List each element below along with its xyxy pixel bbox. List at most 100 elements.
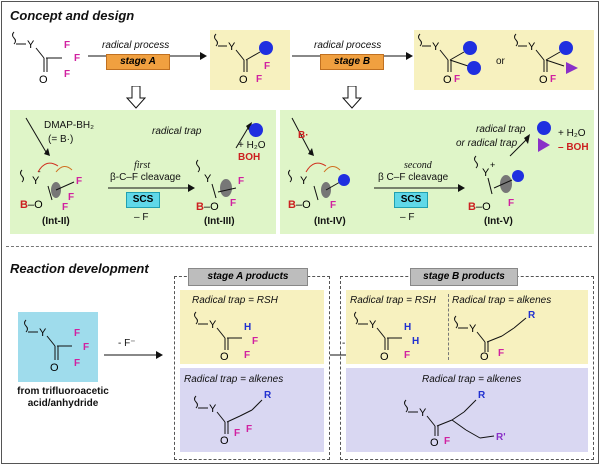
svg-text:F: F — [246, 424, 252, 435]
svg-text:B: B — [196, 201, 204, 213]
int-v-label: (Int-V) — [484, 216, 513, 227]
stage-b-alkene-label-1: Radical trap = alkenes — [452, 295, 552, 306]
svg-text:F: F — [252, 336, 258, 347]
svg-text:Y: Y — [27, 39, 35, 51]
svg-text:Y: Y — [469, 323, 477, 335]
svg-text:F: F — [62, 202, 68, 213]
concept-heading: Concept and design — [10, 8, 135, 23]
svg-text:F: F — [498, 348, 504, 359]
svg-text:F: F — [256, 74, 262, 85]
svg-text:F: F — [244, 350, 250, 361]
minus-f-label-a: – F — [134, 212, 149, 223]
radical-process-a-label: radical process — [102, 40, 170, 51]
water-label-a: + H₂O — [238, 140, 266, 151]
svg-text:F: F — [76, 176, 82, 187]
boh-label-b: – BOH — [558, 142, 589, 153]
int-iv-label: (Int-IV) — [314, 216, 346, 227]
svg-text:Y: Y — [528, 41, 536, 53]
svg-text:F: F — [64, 40, 70, 51]
minus-f-label-b: – F — [400, 212, 415, 223]
svg-text:O: O — [539, 74, 548, 86]
svg-text:O: O — [443, 74, 452, 86]
svg-text:O: O — [50, 362, 59, 374]
svg-text:Y: Y — [482, 167, 490, 179]
svg-text:Y: Y — [369, 319, 377, 331]
stage-a-rsh-panel — [180, 290, 324, 364]
svg-text:Y: Y — [209, 319, 217, 331]
svg-text:–O: –O — [296, 199, 311, 211]
svg-text:R': R' — [496, 432, 506, 443]
boh-label-a: BOH — [238, 152, 261, 163]
scs-box-b: SCS — [394, 192, 428, 208]
svg-text:F: F — [64, 69, 70, 80]
svg-text:H: H — [244, 322, 251, 333]
or-label: or — [496, 56, 505, 67]
stage-a-product-panel — [210, 30, 290, 90]
svg-text:O: O — [220, 351, 229, 362]
monofluoro-dialkyl-product-structure: Y O R R' F — [404, 390, 506, 449]
source-label: from trifluoroacetic acid/anhydride — [17, 386, 109, 409]
stage-b-top-panel — [346, 290, 588, 364]
radical-trap-label-b2: or radical trap — [456, 138, 518, 149]
dmap-reagent-label: DMAP-BH₂ — [44, 120, 94, 131]
svg-text:F: F — [404, 350, 410, 361]
monofluoro-mixed-product-structure: Y O F — [514, 33, 578, 86]
second-label: second — [404, 160, 432, 171]
stage-b-split-divider — [448, 294, 449, 360]
down-arrow-b — [342, 86, 362, 109]
svg-text:F: F — [454, 74, 460, 85]
svg-text:B: B — [468, 201, 476, 213]
cleavage-label-a: β-C–F cleavage — [110, 172, 181, 183]
svg-text:-: - — [38, 167, 41, 176]
stage-a-rsh-label: Radical trap = RSH — [192, 295, 278, 306]
svg-text:–O: –O — [476, 201, 491, 213]
cf3-substrate-structure: Y O F F F — [12, 31, 80, 86]
stage-b-alkene-panel — [346, 368, 588, 452]
svg-text:Y: Y — [300, 175, 308, 187]
svg-text:Y: Y — [209, 403, 217, 415]
stage-b-rsh-label: Radical trap = RSH — [350, 295, 436, 306]
radical-trap-label-b1: radical trap — [476, 124, 526, 135]
radical-process-b-label: radical process — [314, 40, 382, 51]
difluoro-h-product-structure: Y O H F F — [194, 311, 258, 362]
svg-text:O: O — [430, 437, 439, 449]
svg-text:+: + — [490, 160, 495, 170]
stage-a-alkene-label: Radical trap = alkenes — [184, 374, 284, 385]
first-label: first — [134, 160, 151, 171]
section-divider — [6, 246, 592, 247]
svg-text:B: B — [20, 199, 28, 211]
svg-text:F: F — [230, 198, 236, 209]
water-label-b: + H₂O — [558, 128, 586, 139]
svg-text:R: R — [478, 390, 486, 401]
svg-text:H: H — [404, 322, 411, 333]
svg-text:O: O — [220, 435, 229, 447]
mechanism-a-scheme: Y - F F F B –O Y F F B –O — [20, 117, 263, 213]
stage-b-product-panel — [414, 30, 594, 90]
svg-text:F: F — [444, 436, 450, 447]
svg-text:F: F — [238, 176, 244, 187]
svg-text:Y: Y — [32, 175, 40, 187]
svg-text:O: O — [239, 74, 248, 86]
stage-a-products-tag: stage A products — [188, 268, 308, 286]
svg-text:R: R — [528, 310, 536, 321]
stage-a-box: stage A — [106, 54, 170, 70]
difluoro-alkyl-product-structure: Y O R F F — [194, 390, 272, 447]
int-iii-label: (Int-III) — [204, 216, 235, 227]
dmap-equivalence-label: (= B·) — [48, 134, 74, 145]
svg-text:F: F — [83, 342, 89, 353]
svg-text:Y: Y — [39, 327, 47, 339]
monofluoro-alkyl-product-structure: Y O R F — [454, 310, 536, 362]
svg-text:F: F — [234, 428, 240, 439]
b-radical-label: B· — [298, 130, 309, 141]
svg-text:R: R — [264, 390, 272, 401]
svg-text:H: H — [412, 336, 419, 347]
svg-text:F: F — [74, 358, 80, 369]
trifluoro-source-structure: Y O F F F — [24, 319, 89, 374]
radical-trap-label-a: radical trap — [152, 126, 202, 137]
svg-text:F: F — [508, 198, 514, 209]
stage-b-alkene-label-2: Radical trap = alkenes — [422, 374, 522, 385]
svg-text:O: O — [39, 74, 48, 86]
development-heading: Reaction development — [10, 261, 149, 276]
svg-text:F: F — [264, 61, 270, 72]
svg-text:F: F — [74, 53, 80, 64]
